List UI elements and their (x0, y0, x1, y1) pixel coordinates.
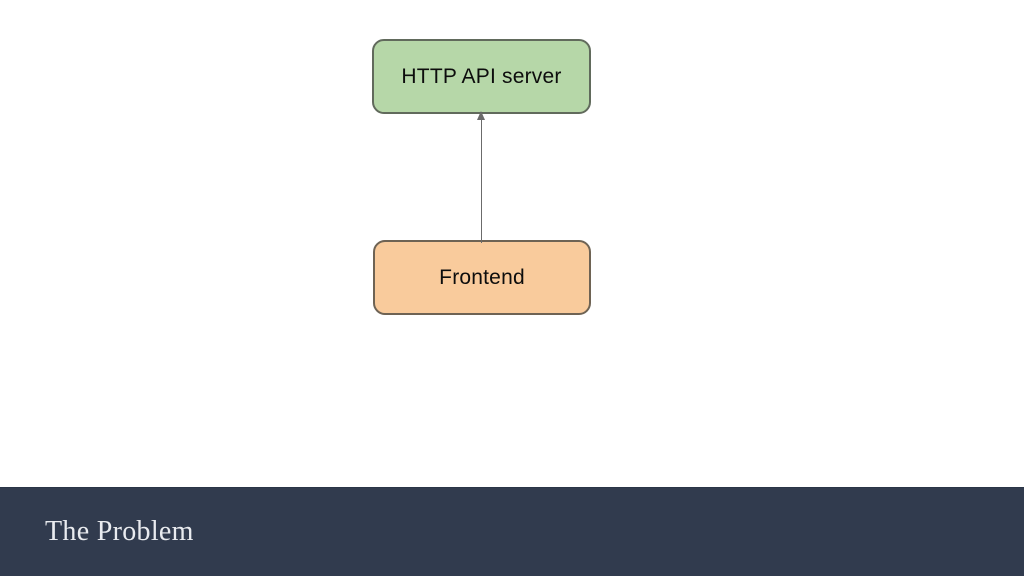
slide-title: The Problem (45, 516, 194, 547)
connector-line (480, 118, 483, 243)
node-label-http-api-server: HTTP API server (401, 64, 562, 88)
diagram-node-frontend: Frontend (373, 240, 591, 315)
diagram-node-http-api-server: HTTP API server (372, 39, 591, 114)
node-label-frontend: Frontend (439, 265, 525, 289)
footer-bar: The Problem (0, 487, 1024, 576)
arrow-up-icon (477, 111, 485, 120)
connector-frontend-to-api (476, 111, 487, 243)
